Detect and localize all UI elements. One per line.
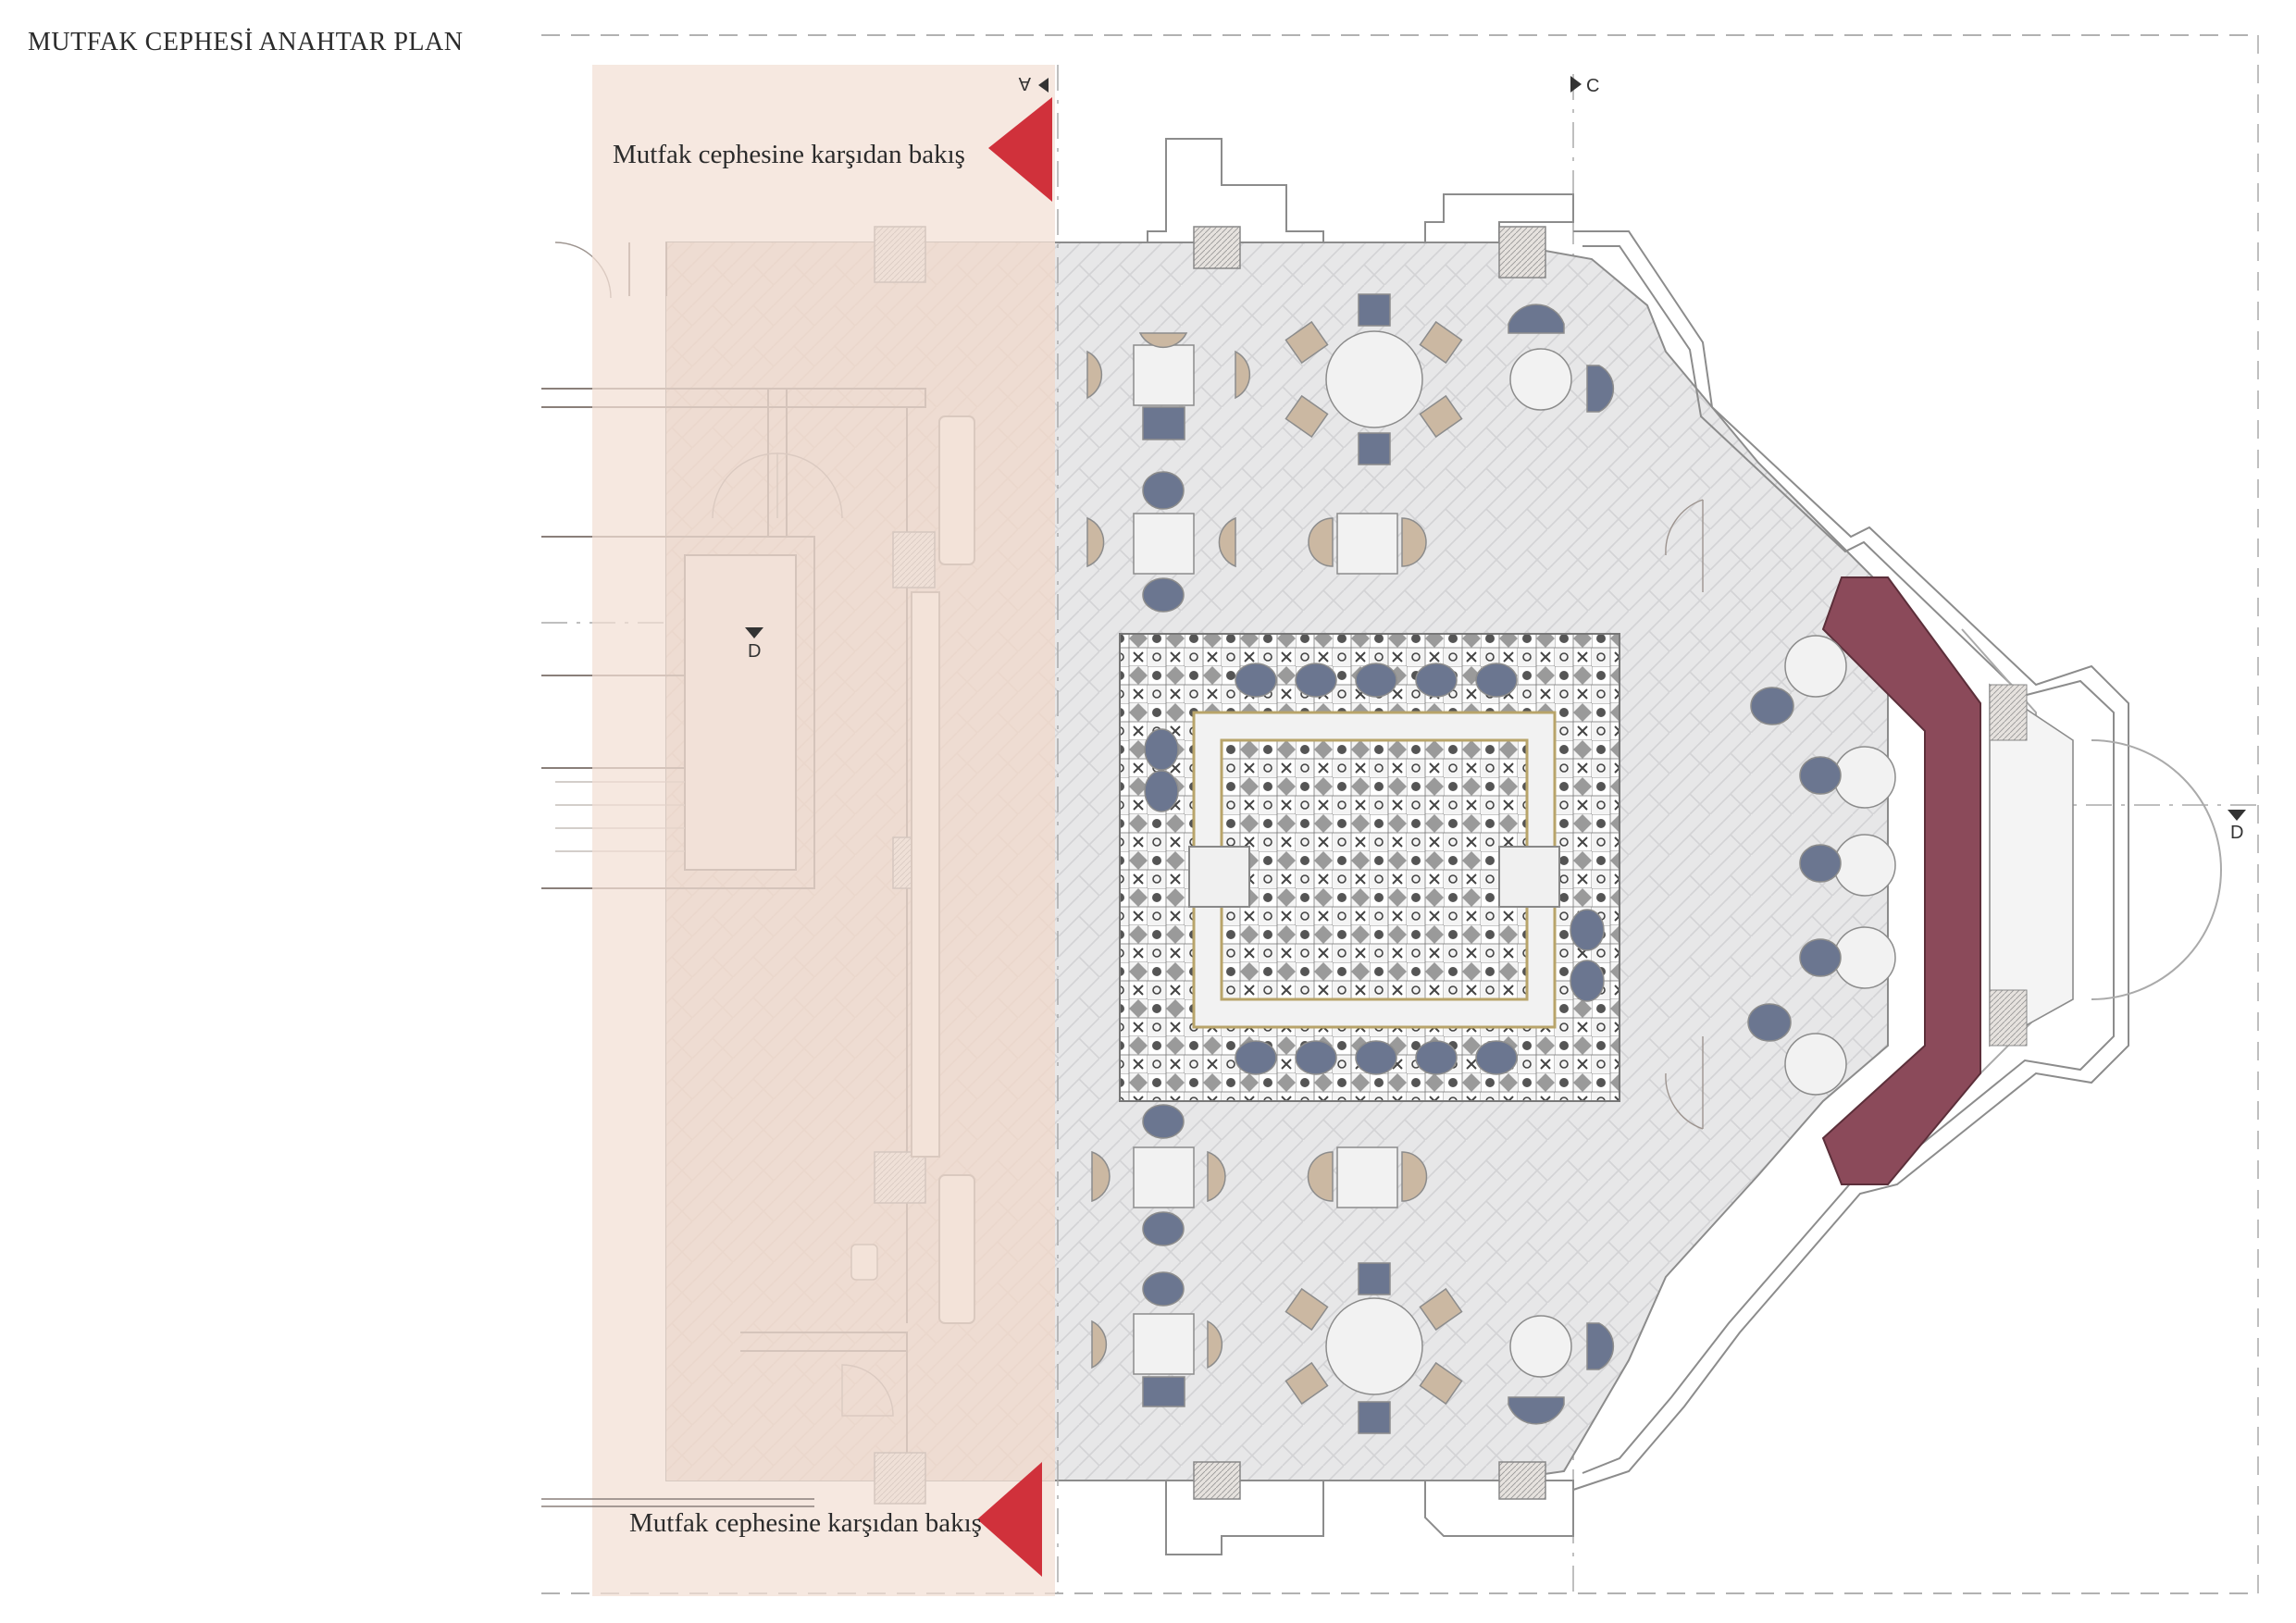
back-bar-cabinet-bottom	[1989, 989, 2028, 1047]
section-marker-d1: D	[745, 627, 763, 662]
view-callout-bottom: Mutfak cephesine karşıdan bakış	[629, 1508, 982, 1538]
section-marker-a: A	[1018, 73, 1049, 93]
section-d1-label: D	[748, 641, 761, 662]
centre-banquette	[1192, 711, 1557, 1029]
section-marker-d2: D	[2228, 810, 2246, 843]
view-callout-top: Mutfak cephesine karşıdan bakış	[613, 140, 965, 169]
south-wall-line	[541, 1498, 814, 1507]
section-c-label: C	[1586, 76, 1599, 96]
section-marker-c: C	[1570, 76, 1599, 96]
back-bar	[1989, 683, 2074, 1047]
view-arrow-bottom	[977, 1462, 1042, 1577]
bar-counter	[1821, 576, 1981, 1185]
sheet-title: MUTFAK CEPHESİ ANAHTAR PLAN	[28, 28, 464, 56]
centre-pillar-left	[1188, 846, 1250, 908]
section-a-label: A	[1018, 73, 1031, 93]
dining-furniture	[850, 293, 1896, 1434]
view-arrow-top	[988, 97, 1052, 202]
kitchen-highlight-zone	[592, 65, 1055, 1596]
back-bar-cabinet-top	[1989, 684, 2028, 741]
section-d2-label: D	[2230, 823, 2243, 843]
centre-pillar-right	[1498, 846, 1560, 908]
